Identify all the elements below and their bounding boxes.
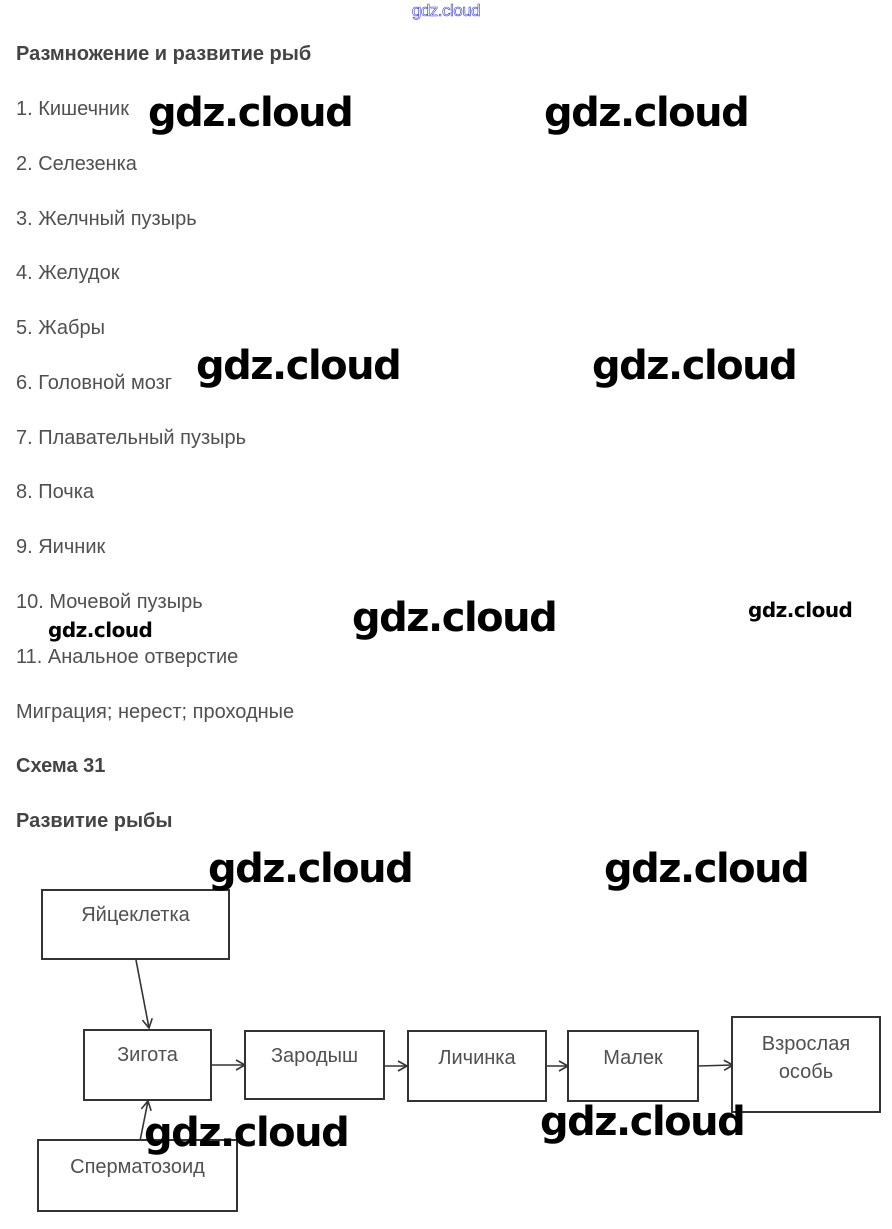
node-egg-label: Яйцеклетка	[81, 904, 190, 926]
list-item: 2. Селезенка	[16, 153, 137, 175]
watermark: gdz.cloud	[544, 90, 750, 136]
scheme-subtitle: Развитие рыбы	[16, 810, 173, 832]
list-item: 1. Кишечник	[16, 98, 129, 120]
node-zygote-label: Зигота	[117, 1044, 178, 1066]
node-embryo: Зародыш	[244, 1030, 385, 1100]
list-item: 9. Яичник	[16, 536, 106, 558]
node-sperm: Сперматозоид	[37, 1139, 238, 1212]
list-item: 3. Желчный пузырь	[16, 208, 197, 230]
node-adult: Взрослая особь	[731, 1016, 881, 1113]
list-item: 5. Жабры	[16, 317, 106, 339]
watermark: gdz.cloud	[148, 90, 354, 136]
arrow-sperm-zygote	[139, 1099, 152, 1142]
list-item: 7. Плавательный пузырь	[16, 427, 247, 449]
page-title: Размножение и развитие рыб	[16, 43, 312, 65]
watermark: gdz.cloud	[196, 343, 402, 389]
watermark: gdz.cloud	[352, 595, 558, 641]
node-larva-label: Личинка	[438, 1047, 516, 1069]
list-item: 4. Желудок	[16, 262, 120, 284]
watermark: gdz.cloud	[748, 598, 853, 622]
watermark: gdz.cloud	[208, 846, 414, 892]
list-item: 10. Мочевой пузырь	[16, 591, 203, 613]
node-embryo-label: Зародыш	[270, 1045, 359, 1067]
scheme-title: Схема 31	[16, 755, 106, 777]
node-adult-label: Взрослая особь	[761, 1033, 851, 1083]
list-item: 11. Анальное отверстие	[16, 646, 239, 668]
list-item: 8. Почка	[16, 481, 95, 503]
node-sperm-label: Сперматозоид	[70, 1156, 205, 1178]
answer-line: Миграция; нерест; проходные	[16, 701, 295, 723]
node-zygote: Зигота	[83, 1029, 212, 1101]
arrow-fry-adult	[697, 1059, 735, 1071]
watermark: gdz.cloud	[604, 846, 810, 892]
watermark: gdz.cloud	[48, 618, 153, 642]
watermark: gdz.cloud	[592, 343, 798, 389]
node-egg: Яйцеклетка	[41, 889, 230, 960]
list-item: 6. Головной мозг	[16, 372, 173, 394]
watermark: gdz.cloud	[540, 1099, 746, 1145]
node-fry-label: Малек	[603, 1047, 663, 1069]
node-fry: Малек	[567, 1030, 699, 1102]
watermark-top: gdz.cloud	[411, 1, 481, 21]
arrow-egg-zygote	[135, 959, 153, 1030]
node-larva: Личинка	[407, 1030, 547, 1102]
watermark: gdz.cloud	[144, 1110, 350, 1156]
